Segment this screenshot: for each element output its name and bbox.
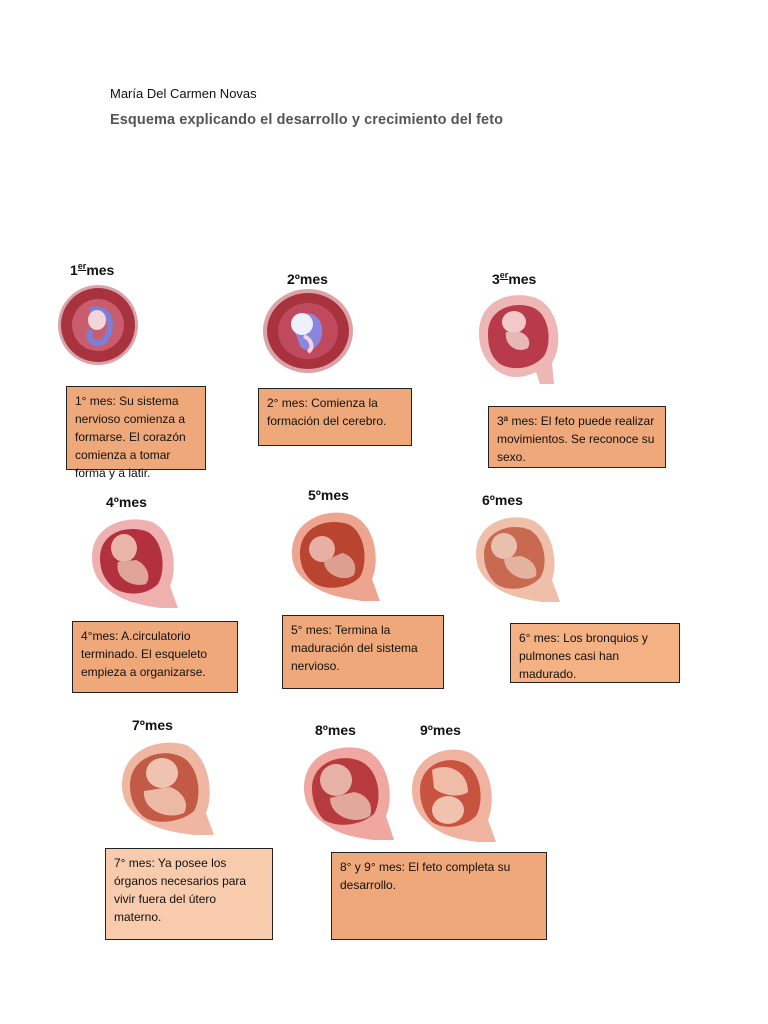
fetus-month-8-illustration bbox=[304, 747, 394, 840]
month-label-9: 9ºmes bbox=[420, 722, 461, 738]
month-6-description: 6° mes: Los bronquios y pulmones casi ha… bbox=[510, 623, 680, 683]
month-label-3: 3ermes bbox=[492, 270, 537, 287]
month-label-4: 4ºmes bbox=[106, 494, 147, 510]
author-name: María Del Carmen Novas bbox=[110, 86, 257, 101]
fetus-month-6-illustration bbox=[476, 517, 560, 602]
month-5-description: 5° mes: Termina la maduración del sistem… bbox=[282, 615, 444, 689]
month-label-8: 8ºmes bbox=[315, 722, 356, 738]
month-label-2: 2ºmes bbox=[287, 271, 328, 287]
embryo-month-1-illustration bbox=[58, 285, 138, 365]
fetus-month-4-illustration bbox=[92, 519, 178, 608]
fetus-month-9-illustration bbox=[412, 749, 496, 842]
month-4-description: 4°mes: A.circulatorio terminado. El esqu… bbox=[72, 621, 238, 693]
month-1-description: 1° mes: Su sistema nervioso comienza a f… bbox=[66, 386, 206, 480]
fetus-month-7-illustration bbox=[122, 742, 214, 835]
document-title: Esquema explicando el desarrollo y creci… bbox=[110, 112, 504, 128]
month-label-1: 1ermes bbox=[70, 261, 115, 278]
fetus-month-5-illustration bbox=[292, 512, 380, 601]
month-2-description: 2° mes: Comienza la formación del cerebr… bbox=[258, 388, 412, 446]
month-label-7: 7ºmes bbox=[132, 717, 173, 733]
month-7-description: 7° mes: Ya posee los órganos necesarios … bbox=[105, 848, 273, 940]
months-8-9-description: 8° y 9° mes: El feto completa su desarro… bbox=[331, 852, 547, 940]
month-3-description: 3ª mes: El feto puede realizar movimient… bbox=[488, 406, 666, 468]
month-label-5: 5ºmes bbox=[308, 487, 349, 503]
embryo-month-2-illustration bbox=[263, 289, 353, 373]
month-label-6: 6ºmes bbox=[482, 492, 523, 508]
fetus-month-3-illustration bbox=[479, 295, 559, 384]
